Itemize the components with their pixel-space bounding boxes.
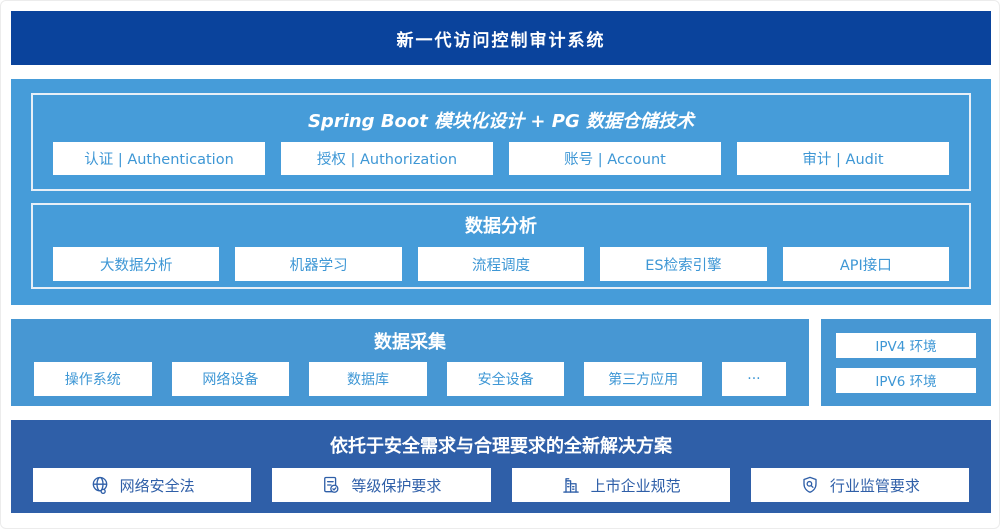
- solution-box-label: 行业监管要求: [829, 476, 920, 495]
- analysis-box-bigdata: 大数据分析: [53, 247, 220, 281]
- env-box-ipv4: IPV4 环境: [836, 332, 976, 358]
- module-box-authorization: 授权 | Authorization: [281, 142, 493, 175]
- module-box-authentication: 认证 | Authentication: [53, 142, 265, 175]
- collection-box-security-device: 安全设备: [446, 362, 565, 396]
- module-box-account: 账号 | Account: [509, 142, 721, 175]
- module-box-audit: 审计 | Audit: [737, 142, 949, 175]
- doc-check-icon: [324, 476, 339, 493]
- modules-title: Spring Boot 模块化设计 + PG 数据仓储技术: [307, 111, 695, 132]
- modules-group: Spring Boot 模块化设计 + PG 数据仓储技术 认证 | Authe…: [31, 93, 971, 191]
- analysis-box-es: ES检索引擎: [600, 247, 767, 281]
- analysis-box-ml: 机器学习: [235, 247, 402, 281]
- env-box-ipv6: IPV6 环境: [836, 367, 976, 393]
- solution-box-label: 网络安全法: [119, 476, 195, 495]
- solution-title: 依托于安全需求与合理要求的全新解决方案: [330, 436, 672, 457]
- environment-section: IPV4 环境 IPV6 环境: [821, 319, 991, 406]
- analysis-row: 大数据分析 机器学习 流程调度 ES检索引擎 API接口: [33, 238, 969, 281]
- building-icon: [562, 478, 579, 493]
- collection-box-thirdparty: 第三方应用: [584, 362, 702, 396]
- solution-box-classified-protection: 等级保护要求: [272, 468, 491, 502]
- collection-box-database: 数据库: [309, 362, 427, 396]
- analysis-box-api: API接口: [782, 247, 950, 281]
- collection-title: 数据采集: [374, 332, 446, 353]
- collection-row: 操作系统 网络设备 数据库 安全设备 第三方应用 ···: [11, 354, 809, 396]
- solution-box-label: 等级保护要求: [351, 476, 442, 495]
- collection-box-network-device: 网络设备: [171, 362, 290, 396]
- solution-box-industry-regulation: 行业监管要求: [750, 468, 969, 502]
- modules-row: 认证 | Authentication 授权 | Authorization 账…: [33, 133, 969, 175]
- shield-search-icon: [803, 476, 817, 493]
- solution-box-label: 上市企业规范: [590, 476, 681, 495]
- collection-box-more: ···: [721, 362, 786, 396]
- analysis-group: 数据分析 大数据分析 机器学习 流程调度 ES检索引擎 API接口: [31, 203, 971, 289]
- analysis-title: 数据分析: [465, 216, 537, 237]
- system-title-banner: 新一代访问控制审计系统: [11, 11, 991, 65]
- collection-box-os: 操作系统: [34, 362, 152, 396]
- solution-box-listed-company: 上市企业规范: [511, 468, 730, 502]
- solution-section: 依托于安全需求与合理要求的全新解决方案 网络安全法: [11, 420, 991, 513]
- platform-section: Spring Boot 模块化设计 + PG 数据仓储技术 认证 | Authe…: [11, 79, 991, 305]
- collection-section: 数据采集 操作系统 网络设备 数据库 安全设备 第三方应用 ···: [11, 319, 809, 406]
- globe-icon: [92, 476, 107, 495]
- system-title: 新一代访问控制审计系统: [396, 30, 606, 51]
- analysis-box-workflow: 流程调度: [417, 247, 585, 281]
- solution-row: 网络安全法 等级保护要求: [11, 458, 991, 502]
- solution-box-cybersecurity-law: 网络安全法: [33, 468, 252, 502]
